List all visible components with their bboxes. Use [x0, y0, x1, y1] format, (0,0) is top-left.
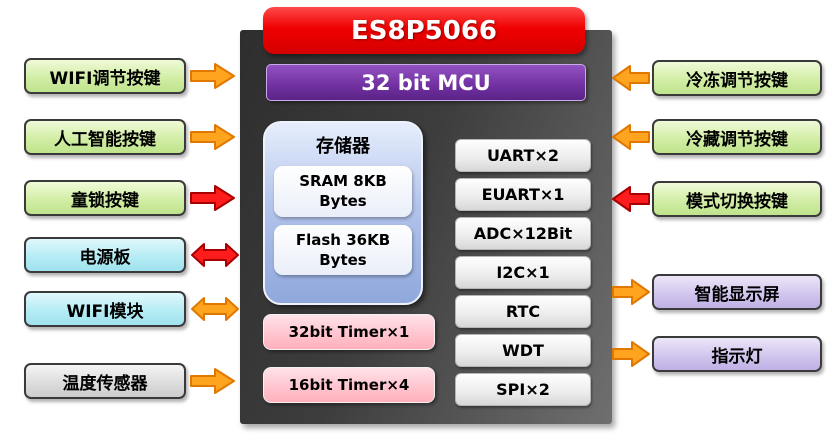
node-fridge-adjust-keys: 冷藏调节按键 — [652, 119, 822, 155]
memory-block: 存储器 SRAM 8KB Bytes Flash 36KB Bytes — [263, 121, 423, 305]
row-freezer-adjust-keys: 冷冻调节按键 — [612, 60, 822, 96]
row-child-lock-keys: 童锁按键 — [24, 180, 236, 216]
arrow-left-icon — [612, 124, 650, 150]
peripheral-wdt: WDT — [455, 334, 591, 367]
arrow-left-icon — [612, 186, 650, 212]
row-power-board: 电源板 — [24, 237, 240, 273]
arrow-left-icon — [612, 65, 650, 91]
mcu-core-label: 32 bit MCU — [361, 70, 491, 95]
chip-title: ES8P5066 — [351, 15, 497, 46]
node-temp-sensor: 温度传感器 — [24, 363, 186, 399]
node-power-board: 电源板 — [24, 237, 186, 273]
peripheral-column: UART×2 EUART×1 ADC×12Bit I2C×1 RTC WDT S… — [455, 139, 591, 412]
row-fridge-adjust-keys: 冷藏调节按键 — [612, 119, 822, 155]
node-mode-switch-keys: 模式切换按键 — [652, 181, 822, 217]
peripheral-rtc: RTC — [455, 295, 591, 328]
peripheral-i2c: I2C×1 — [455, 256, 591, 289]
arrow-bidirectional-icon — [191, 297, 239, 321]
row-smart-display: 智能显示屏 — [612, 274, 822, 310]
flash-block: Flash 36KB Bytes — [274, 224, 412, 275]
row-wifi-module: WIFI模块 — [24, 291, 240, 327]
row-wifi-adjust-keys: WIFI调节按键 — [24, 58, 236, 94]
peripheral-spi: SPI×2 — [455, 373, 591, 406]
arrow-right-icon — [190, 63, 235, 89]
node-wifi-adjust-keys: WIFI调节按键 — [24, 58, 186, 94]
arrow-bidirectional-icon — [191, 243, 239, 267]
memory-title: 存储器 — [316, 136, 370, 157]
chip-title-banner: ES8P5066 — [263, 7, 585, 54]
peripheral-euart: EUART×1 — [455, 178, 591, 211]
row-mode-switch-keys: 模式切换按键 — [612, 181, 822, 217]
arrow-right-icon — [190, 185, 235, 211]
row-ai-keys: 人工智能按键 — [24, 119, 236, 155]
timer-32bit: 32bit Timer×1 — [263, 314, 435, 350]
node-ai-keys: 人工智能按键 — [24, 119, 186, 155]
node-indicator-light: 指示灯 — [652, 336, 822, 372]
node-wifi-module: WIFI模块 — [24, 291, 186, 327]
node-freezer-adjust-keys: 冷冻调节按键 — [652, 60, 822, 96]
node-child-lock-keys: 童锁按键 — [24, 180, 186, 216]
peripheral-adc: ADC×12Bit — [455, 217, 591, 250]
peripheral-uart: UART×2 — [455, 139, 591, 172]
arrow-right-icon — [190, 368, 235, 394]
row-temp-sensor: 温度传感器 — [24, 363, 236, 399]
arrow-right-icon — [190, 124, 235, 150]
mcu-core-bar: 32 bit MCU — [266, 64, 586, 101]
sram-block: SRAM 8KB Bytes — [274, 166, 412, 217]
arrow-right-icon — [612, 341, 650, 367]
timer-16bit: 16bit Timer×4 — [263, 367, 435, 403]
arrow-right-icon — [612, 279, 650, 305]
node-smart-display: 智能显示屏 — [652, 274, 822, 310]
row-indicator-light: 指示灯 — [612, 336, 822, 372]
timer-column: 32bit Timer×1 16bit Timer×4 — [263, 314, 435, 420]
